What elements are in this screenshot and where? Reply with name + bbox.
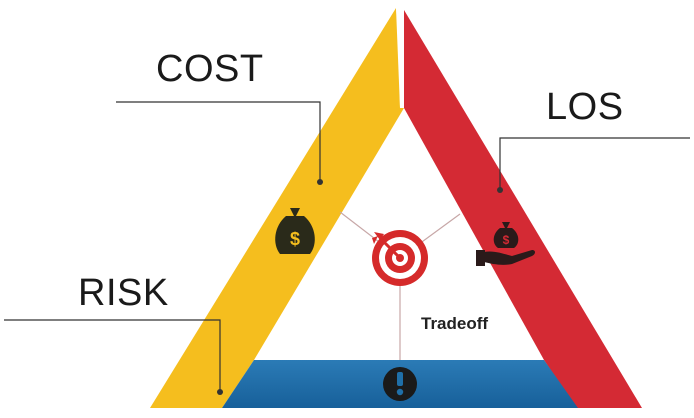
cost-side (150, 8, 404, 408)
cost-leader-line (116, 101, 321, 182)
tradeoff-label: Tradeoff (421, 314, 489, 333)
los-label: LOS (546, 86, 624, 128)
risk-leader-line (4, 319, 221, 392)
cost-label: COST (156, 48, 264, 90)
warning-icon (383, 367, 417, 401)
los-side (404, 10, 642, 408)
svg-text:$: $ (290, 229, 300, 249)
risk-label: RISK (78, 272, 169, 314)
hand-money-bag-icon: $ (476, 222, 535, 266)
target-arrow-icon (372, 230, 428, 286)
svg-text:$: $ (503, 233, 510, 247)
los-leader-line (499, 137, 690, 190)
money-bag-icon: $ (275, 208, 315, 254)
